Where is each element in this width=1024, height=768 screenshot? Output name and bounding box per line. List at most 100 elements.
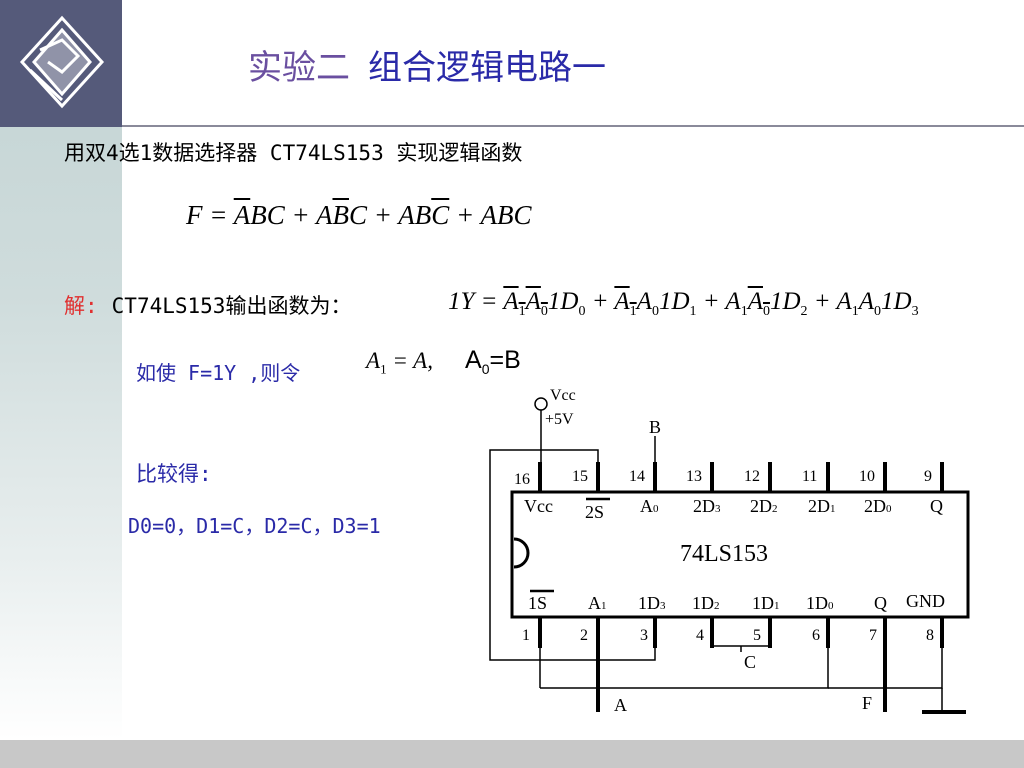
a1-sub: 1 xyxy=(601,600,607,612)
sym-sub: 0 xyxy=(578,304,586,319)
sym-D: D xyxy=(893,288,912,315)
label-1d1: 1D1 xyxy=(752,593,780,613)
term2-bar: B xyxy=(332,200,349,230)
sym-A: A xyxy=(725,288,741,315)
solution-label: 解: xyxy=(64,294,98,318)
sym-one: 1 xyxy=(547,288,561,315)
bottom-pin-labels: 1S A1 1D3 1D2 1D1 1D0 Q GND xyxy=(528,589,945,613)
label-1q: Q xyxy=(874,593,887,613)
input-b-label: B xyxy=(649,417,661,437)
pin-6: 6 xyxy=(812,627,820,644)
a0-sub: 0 xyxy=(481,361,490,377)
sym-D: D xyxy=(782,288,801,315)
pin-2: 2 xyxy=(580,627,588,644)
slide-title: 实验二组合逻辑电路一 xyxy=(248,40,606,89)
solution-line: 解:CT74LS153输出函数为： xyxy=(64,290,351,320)
plus-2: + xyxy=(367,200,399,230)
sym-A: A xyxy=(614,288,630,315)
1d1-sub: 1 xyxy=(774,600,780,612)
label-2d3: 2D3 xyxy=(693,496,721,516)
expr-plus: + xyxy=(696,288,726,315)
output-f-label: F xyxy=(862,693,872,713)
chip-notch xyxy=(513,537,530,569)
pin-5: 5 xyxy=(753,627,761,644)
title-prefix: 实验二 xyxy=(248,48,350,88)
sym-sub: 0 xyxy=(762,304,770,319)
term1-bar: A xyxy=(233,200,251,230)
plus-1: + xyxy=(284,200,316,230)
pin-1: 1 xyxy=(522,627,530,644)
2d1-sub: 1 xyxy=(830,503,836,515)
pin-15: 15 xyxy=(572,468,588,485)
sym-sub: 1 xyxy=(689,304,697,319)
vcc-label: Vcc xyxy=(550,387,576,404)
2d3-main: 2D xyxy=(693,496,715,516)
label-gnd: GND xyxy=(906,591,945,611)
target-function: F = ABC + ABC + ABC + ABC xyxy=(186,200,531,231)
top-pin-numbers: 16 15 14 13 12 11 10 9 xyxy=(514,468,932,488)
pin-4: 4 xyxy=(696,627,704,644)
sym-A: A xyxy=(858,288,875,315)
pin-7: 7 xyxy=(869,627,877,644)
sym-A: A xyxy=(503,288,519,315)
expr-plus: + xyxy=(585,288,615,315)
expr-t1-a0bar: A0 xyxy=(526,288,548,319)
pin-14: 14 xyxy=(629,468,645,485)
logo-panel xyxy=(0,0,122,127)
expr-t2-a1bar: A1 xyxy=(614,288,636,319)
compare-label: 比较得: xyxy=(136,462,212,486)
top-pin-labels: Vcc 2S A0 2D3 2D2 2D1 2D0 Q xyxy=(524,496,943,522)
sym-A: A xyxy=(747,288,763,315)
sym-sub: 1 xyxy=(629,304,637,319)
2d2-sub: 2 xyxy=(772,503,778,515)
a0-main: A xyxy=(640,496,653,516)
bottom-pin-numbers: 1 2 3 4 5 6 7 8 xyxy=(522,627,934,644)
1d3-main: 1D xyxy=(638,593,660,613)
sym-sub: 1 xyxy=(518,304,526,319)
term4: ABC xyxy=(480,200,532,230)
sym-one: 1 xyxy=(658,288,672,315)
expr-t1-a1bar: A1 xyxy=(503,288,525,319)
label-2s: 2S xyxy=(585,502,604,522)
label-a1: A1 xyxy=(588,593,607,613)
label-1d0: 1D0 xyxy=(806,593,834,613)
2d3-sub: 3 xyxy=(715,503,721,515)
problem-statement: 用双4选1数据选择器 CT74LS153 实现逻辑函数 xyxy=(64,141,523,165)
header-divider xyxy=(122,125,1024,127)
pin-10: 10 xyxy=(859,468,875,485)
wires xyxy=(489,397,970,714)
label-1s: 1S xyxy=(528,593,547,613)
vcc-value: +5V xyxy=(545,411,574,428)
sym-one: 1 xyxy=(769,288,783,315)
title-main: 组合逻辑电路一 xyxy=(368,48,606,88)
footer-bar xyxy=(0,740,1024,768)
label-2q: Q xyxy=(930,496,943,516)
pin-9: 9 xyxy=(924,468,932,485)
a1-main: A xyxy=(588,593,601,613)
label-a0: A0 xyxy=(640,496,659,516)
a0-sub: 0 xyxy=(653,503,659,515)
result-text: D0=0，D1=C，D2=C，D3=1 xyxy=(128,514,381,538)
sym-A: A xyxy=(836,288,852,315)
1d0-main: 1D xyxy=(806,593,828,613)
expr-eq: = xyxy=(474,288,504,315)
2d0-sub: 0 xyxy=(886,503,892,515)
bottom-pin-leads xyxy=(538,617,944,712)
2d2-main: 2D xyxy=(750,496,772,516)
chip-name: 74LS153 xyxy=(680,541,768,567)
sym-sub: 0 xyxy=(874,304,882,319)
pin-11: 11 xyxy=(802,468,817,485)
a1-sub: 1 xyxy=(380,361,387,377)
term2-rest: C xyxy=(348,200,367,230)
formula-eq: = xyxy=(202,200,234,230)
label-2d0: 2D0 xyxy=(864,496,892,516)
input-c-label: C xyxy=(744,652,756,672)
vcc-terminal xyxy=(534,397,548,411)
sym-sub: 2 xyxy=(800,304,808,319)
chip-body xyxy=(510,490,970,619)
assignment-text: 如使 F=1Y ,则令 xyxy=(136,361,301,385)
pin-12: 12 xyxy=(744,468,760,485)
assignment-b: A0=B xyxy=(465,346,521,377)
2d1-main: 2D xyxy=(808,496,830,516)
